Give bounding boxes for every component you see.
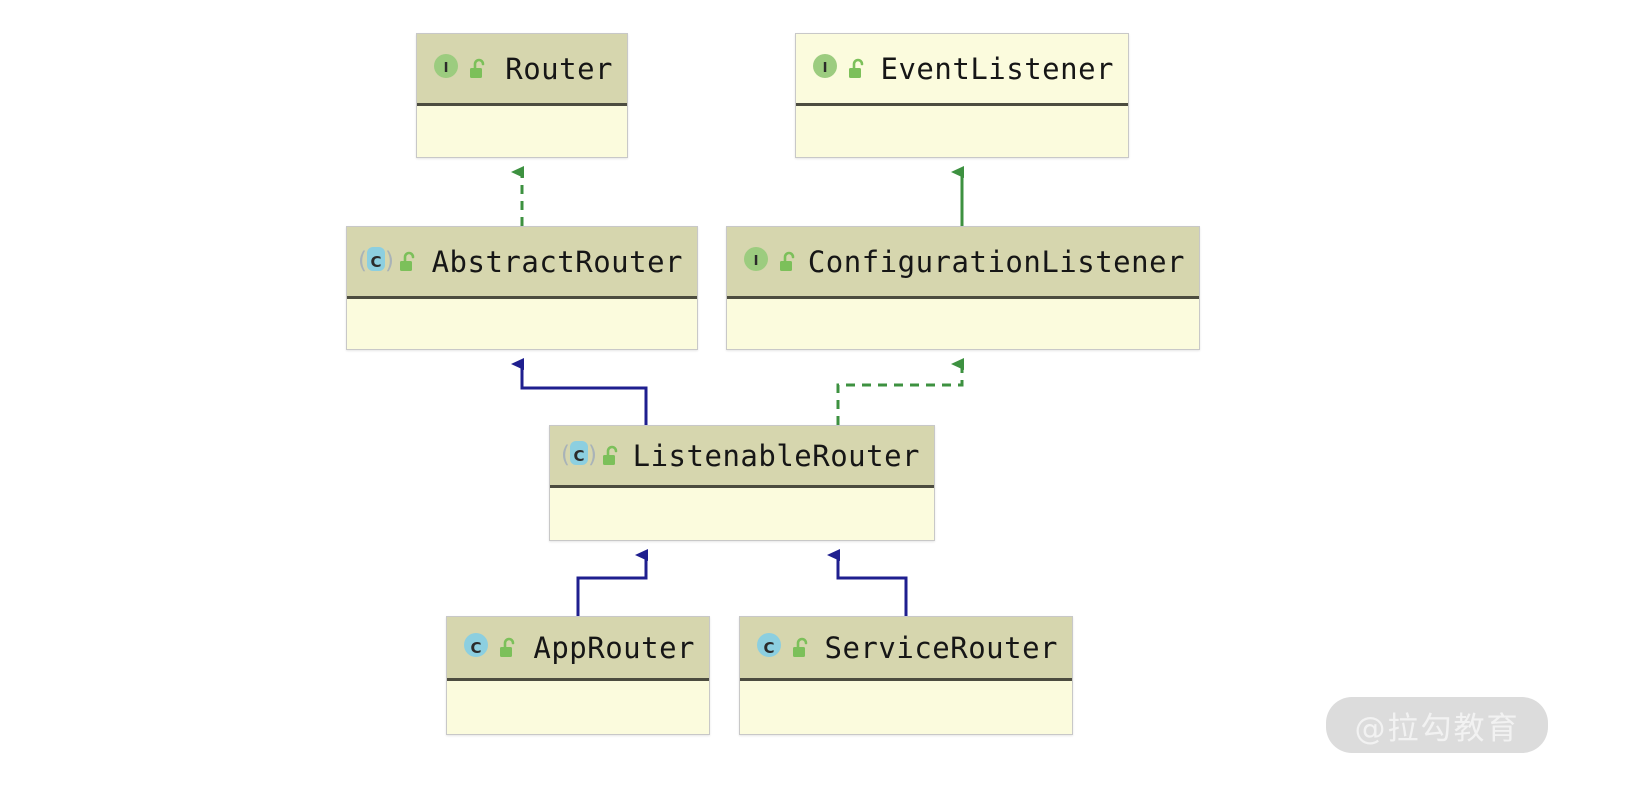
- edge-servicerouter-to-listenablerouter: [827, 549, 908, 616]
- unlock-icon: [397, 248, 421, 276]
- abstract-class-icon: ( C ): [358, 246, 394, 277]
- class-icon: C: [461, 632, 491, 663]
- class-box-header: ( C ) AbstractRouter: [347, 227, 697, 299]
- icon-group: C: [754, 632, 814, 663]
- class-name: AppRouter: [533, 630, 695, 665]
- interface-icon: I: [431, 53, 461, 84]
- class-name: ServiceRouter: [824, 630, 1058, 665]
- interface-icon: I: [741, 246, 771, 277]
- abstract-paren-right: ): [385, 247, 394, 274]
- class-box-app-router[interactable]: C AppRouter: [446, 616, 710, 735]
- class-box-abstract-router[interactable]: ( C ) AbstractRouter: [346, 226, 698, 350]
- class-box-listenable-router[interactable]: ( C ) ListenableRouter: [549, 425, 935, 541]
- class-box-event-listener[interactable]: I EventListener: [795, 33, 1129, 158]
- class-name: ConfigurationListener: [807, 244, 1185, 279]
- icon-group: C: [461, 632, 521, 663]
- interface-icon-letter: I: [753, 254, 759, 269]
- class-box-members: [550, 488, 934, 539]
- abstract-paren-left: (: [358, 247, 367, 274]
- class-box-header: C ServiceRouter: [740, 617, 1072, 681]
- unlock-icon: [846, 55, 870, 83]
- interface-icon: I: [810, 53, 840, 84]
- class-box-header: ( C ) ListenableRouter: [550, 426, 934, 488]
- class-box-members: [447, 681, 709, 734]
- class-box-header: I EventListener: [796, 34, 1128, 106]
- abstract-paren-left: (: [561, 441, 570, 468]
- class-name: Router: [505, 51, 613, 86]
- class-icon-letter: C: [370, 252, 382, 271]
- class-name: AbstractRouter: [431, 244, 683, 279]
- watermark-text: @拉勾教育: [1354, 710, 1520, 747]
- class-box-service-router[interactable]: C ServiceRouter: [739, 616, 1073, 735]
- icon-group: ( C ): [358, 246, 421, 277]
- edge-approuter-to-listenablerouter: [576, 549, 648, 616]
- interface-icon-letter: I: [822, 61, 828, 76]
- unlock-icon: [497, 634, 521, 662]
- abstract-paren-right: ): [588, 441, 597, 468]
- icon-group: ( C ): [561, 440, 624, 471]
- abstract-class-icon: ( C ): [561, 440, 597, 471]
- class-box-members: [417, 106, 627, 156]
- class-icon-letter: C: [763, 638, 775, 657]
- unlock-icon: [467, 55, 491, 83]
- icon-group: I: [431, 53, 491, 84]
- icon-group: I: [741, 246, 801, 277]
- edge-listenablerouter-to-abstractrouter: [511, 358, 648, 425]
- class-box-header: C AppRouter: [447, 617, 709, 681]
- class-box-header: I Router: [417, 34, 627, 106]
- unlock-icon: [777, 248, 801, 276]
- class-icon: C: [754, 632, 784, 663]
- class-box-header: I ConfigurationListener: [727, 227, 1199, 299]
- class-box-configuration-listener[interactable]: I ConfigurationListener: [726, 226, 1200, 350]
- icon-group: I: [810, 53, 870, 84]
- class-name: EventListener: [880, 51, 1114, 86]
- edge-listenablerouter-to-configurationlistener: [836, 358, 964, 425]
- interface-icon-letter: I: [443, 61, 449, 76]
- unlock-icon: [790, 634, 814, 662]
- class-box-members: [740, 681, 1072, 734]
- watermark: @拉勾教育: [1326, 697, 1548, 753]
- class-icon-letter: C: [470, 638, 482, 657]
- class-box-members: [347, 299, 697, 348]
- class-name: ListenableRouter: [632, 438, 920, 473]
- class-box-members: [727, 299, 1199, 348]
- class-icon-letter: C: [573, 446, 585, 465]
- class-box-router[interactable]: I Router: [416, 33, 628, 158]
- class-box-members: [796, 106, 1128, 156]
- unlock-icon: [600, 442, 624, 470]
